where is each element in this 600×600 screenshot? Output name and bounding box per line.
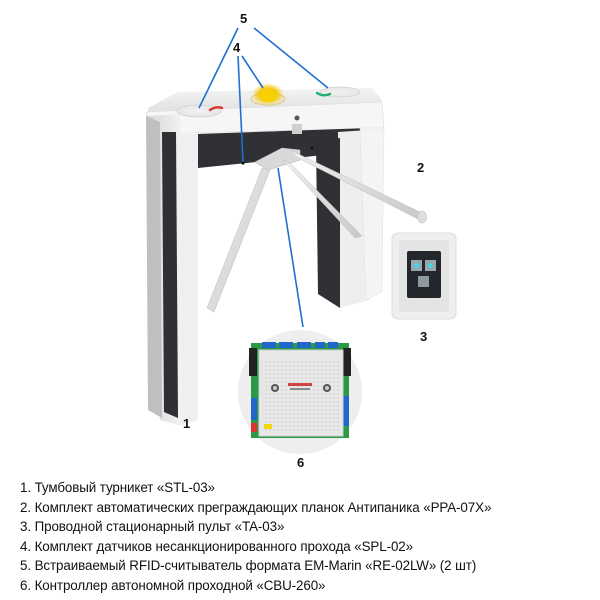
green-indicator-icon — [315, 91, 332, 97]
callout-5: 5 — [240, 11, 248, 26]
legend-item-2: 2. Комплект автоматических преграждающих… — [20, 499, 492, 515]
rfid-reader-right — [315, 86, 361, 98]
legend-item-6: 6. Контроллер автономной проходной «CBU-… — [20, 577, 326, 593]
red-indicator-icon — [208, 106, 224, 112]
legend-item-5: 5. Встраиваемый RFID-считыватель формата… — [20, 558, 477, 573]
callout-3: 3 — [420, 329, 428, 344]
callout-2: 2 — [417, 160, 425, 175]
legend-list: 1. Тумбовый турникет «STL-03» 2. Комплек… — [20, 478, 590, 595]
legend-item-3: 3. Проводной стационарный пульт «TA-03» — [20, 519, 285, 534]
callout-1: 1 — [183, 416, 191, 431]
controller-cbu260 — [238, 330, 362, 454]
remote-control-ta03 — [391, 232, 457, 320]
tripod-rotor — [206, 147, 427, 313]
legend-item-1: 1. Тумбовый турникет «STL-03» — [20, 480, 215, 495]
callout-6: 6 — [297, 455, 305, 470]
callout-4: 4 — [233, 40, 241, 55]
product-diagram: 5 4 2 3 1 6 — [145, 11, 457, 470]
antipanic-sensor-light — [250, 83, 286, 106]
legend-item-4: 4. Комплект датчиков несанкционированног… — [20, 538, 414, 554]
rfid-reader-left — [176, 104, 224, 118]
key-lock-icon — [292, 124, 302, 134]
turnstile-illustration — [145, 27, 457, 454]
leader-lines — [198, 27, 329, 328]
remote-button-stop — [418, 276, 429, 287]
